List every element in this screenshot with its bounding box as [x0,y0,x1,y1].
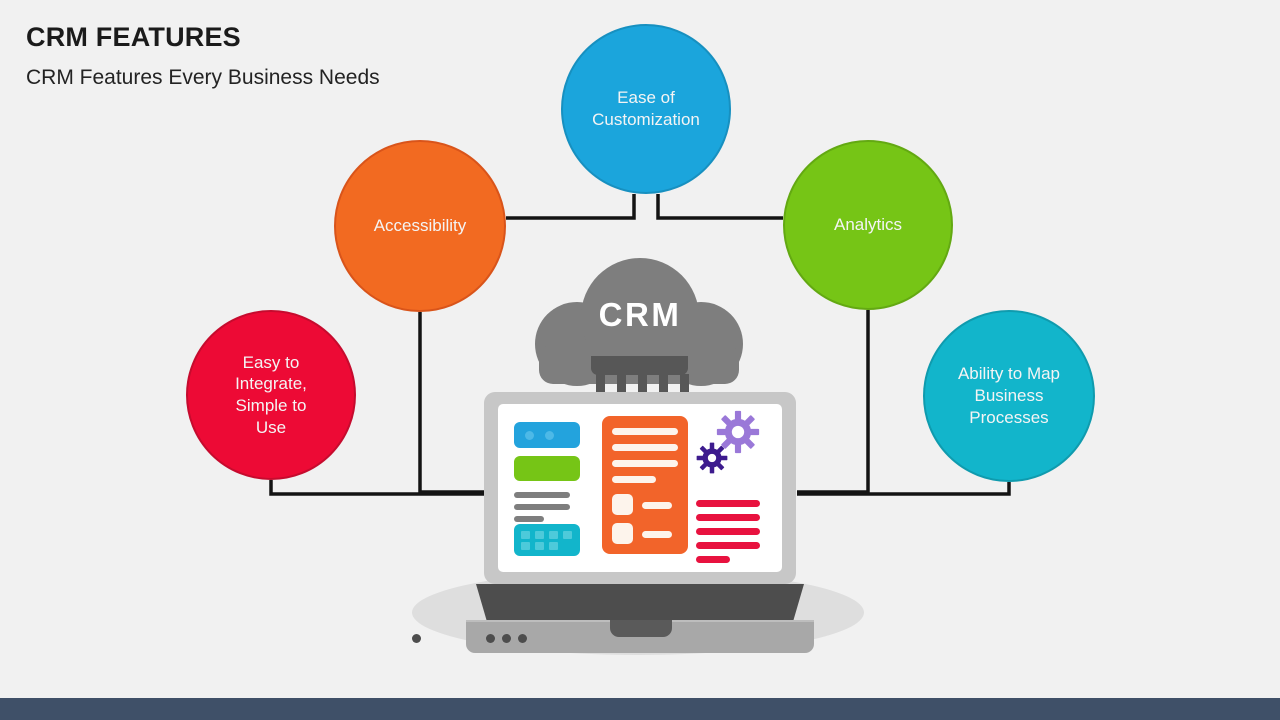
widget-dot [525,431,534,440]
page-title: CRM FEATURES [26,22,241,52]
keypad-key [535,542,544,550]
screen-data-line [696,556,730,563]
form-line [612,444,678,451]
bubble-analytics[interactable]: Analytics [783,140,953,310]
cloud-icon: CRM [535,258,745,408]
cloud-rain-line [638,374,647,406]
laptop-screen [498,404,782,572]
keypad-key [549,531,558,539]
screen-data-line [696,500,760,507]
laptop-icon [412,392,872,662]
keypad-key [563,531,572,539]
connector-ease-left [506,194,636,220]
keypad-key [535,531,544,539]
screen-data-line [696,528,760,535]
form-checkbox [612,523,633,544]
screen-widget-blue-bar [514,422,580,448]
bubble-label: Accessibility [373,216,467,236]
form-line [612,428,678,435]
keypad-key [521,531,530,539]
footer-bar [0,698,1280,720]
laptop-indicator-dot [412,634,421,643]
screen-form-card [602,416,688,554]
screen-widget-green-bar [514,456,580,481]
keypad-key [549,542,558,550]
screen-text-line [514,516,544,522]
connector-ease-right [656,194,783,220]
cloud-rain-line [680,374,689,406]
cloud-rain-line [617,374,626,406]
form-checkbox [612,494,633,515]
bubble-accessibility[interactable]: Accessibility [334,140,506,312]
screen-text-line [514,504,570,510]
screen-widget-keypad [514,524,580,556]
gear-icon [696,442,728,474]
cloud-connector-bar [591,356,688,375]
cloud-label: CRM [598,296,682,333]
form-line [612,460,678,467]
laptop-indicator-dot [518,634,527,643]
form-line [642,502,672,509]
form-line [642,531,672,538]
page-subtitle: CRM Features Every Business Needs [26,66,380,89]
laptop-indicator-dot [502,634,511,643]
cloud-rain-line [659,374,668,406]
gear-icon [716,410,760,454]
widget-dot [545,431,554,440]
screen-data-line [696,514,760,521]
screen-data-line [696,542,760,549]
laptop-trackpad-notch [610,620,672,637]
keypad-key [521,542,530,550]
form-line [612,476,656,483]
screen-text-line [514,492,570,498]
cloud-rain-line [596,374,605,406]
bubble-label: Analytics [833,215,903,235]
laptop-indicator-dot [486,634,495,643]
